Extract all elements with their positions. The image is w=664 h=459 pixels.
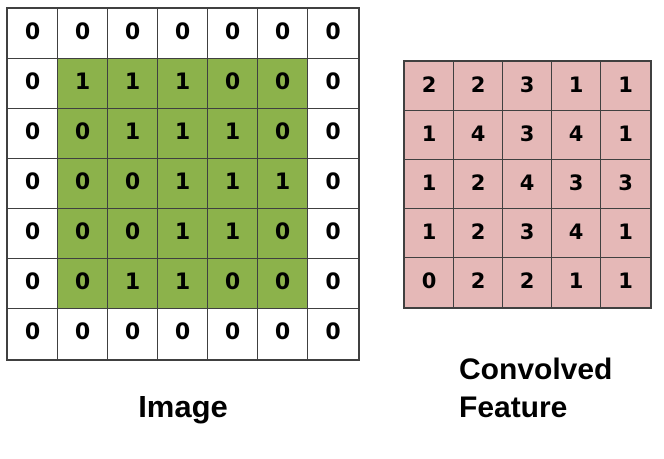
image-grid-cell: 0	[208, 59, 258, 109]
image-grid-cell: 0	[8, 109, 58, 159]
image-grid-cell: 1	[158, 159, 208, 209]
convolved-feature-cell: 3	[552, 160, 601, 209]
image-grid-cell: 0	[8, 59, 58, 109]
convolved-feature-label: Convolved Feature	[459, 353, 613, 424]
image-grid-cell: 1	[158, 259, 208, 309]
image-grid-cell: 0	[58, 109, 108, 159]
convolved-feature-cell: 1	[405, 111, 454, 160]
convolved-feature-cell: 1	[601, 62, 650, 111]
image-grid-cell: 0	[308, 159, 358, 209]
image-grid-cell: 0	[258, 59, 308, 109]
image-grid-cell: 0	[8, 9, 58, 59]
image-grid-cell: 0	[208, 309, 258, 359]
image-grid-cell: 1	[208, 109, 258, 159]
image-grid-cell: 1	[208, 159, 258, 209]
convolved-feature-cell: 1	[601, 111, 650, 160]
image-grid-cell: 0	[258, 259, 308, 309]
image-grid-cell: 0	[158, 309, 208, 359]
image-grid-cell: 1	[108, 109, 158, 159]
image-grid-cell: 0	[58, 9, 108, 59]
image-grid-cell: 0	[258, 309, 308, 359]
image-grid-cell: 0	[158, 9, 208, 59]
image-grid-cell: 0	[108, 309, 158, 359]
image-grid-cell: 0	[108, 159, 158, 209]
convolved-feature-cell: 2	[454, 160, 503, 209]
image-grid-cell: 0	[308, 59, 358, 109]
convolved-feature-cell: 2	[503, 258, 552, 307]
convolved-feature-cell: 2	[454, 258, 503, 307]
convolved-feature-cell: 4	[552, 209, 601, 258]
image-grid-cell: 1	[108, 259, 158, 309]
image-grid-label: Image	[138, 389, 228, 424]
convolved-feature-cell: 4	[503, 160, 552, 209]
convolved-feature-cell: 2	[454, 209, 503, 258]
convolved-feature-cell: 3	[503, 62, 552, 111]
image-grid-cell: 0	[308, 9, 358, 59]
image-grid-cell: 1	[58, 59, 108, 109]
image-grid-cell: 0	[258, 9, 308, 59]
image-grid-cell: 0	[208, 259, 258, 309]
image-grid-cell: 1	[108, 59, 158, 109]
image-grid-cell: 0	[58, 259, 108, 309]
image-grid-cell: 0	[258, 209, 308, 259]
image-grid-cell: 0	[8, 159, 58, 209]
convolved-feature-cell: 3	[503, 111, 552, 160]
image-grid-cell: 0	[8, 259, 58, 309]
convolved-feature-cell: 1	[552, 258, 601, 307]
image-grid-cell: 1	[258, 159, 308, 209]
convolved-feature-cell: 2	[454, 62, 503, 111]
image-grid-cell: 0	[308, 109, 358, 159]
image-grid-cell: 0	[108, 209, 158, 259]
convolved-feature-cell: 1	[601, 209, 650, 258]
image-grid-cell: 0	[258, 109, 308, 159]
convolved-feature-cell: 1	[405, 160, 454, 209]
image-grid-cell: 0	[58, 309, 108, 359]
image-grid-cell: 0	[58, 159, 108, 209]
image-grid-cell: 0	[308, 209, 358, 259]
convolved-feature-cell: 3	[503, 209, 552, 258]
image-grid-cell: 0	[308, 259, 358, 309]
image-grid-cell: 0	[58, 209, 108, 259]
image-grid-cell: 1	[158, 59, 208, 109]
convolved-feature-cell: 2	[405, 62, 454, 111]
image-grid-cell: 1	[158, 109, 208, 159]
image-grid-cell: 0	[8, 209, 58, 259]
image-grid-cell: 0	[108, 9, 158, 59]
convolved-feature-cell: 4	[552, 111, 601, 160]
image-grid-cell: 1	[158, 209, 208, 259]
convolved-feature-cell: 1	[552, 62, 601, 111]
convolved-feature-cell: 0	[405, 258, 454, 307]
image-grid-cell: 0	[208, 9, 258, 59]
image-grid-cell: 0	[8, 309, 58, 359]
convolved-feature-cell: 4	[454, 111, 503, 160]
convolved-feature-cell: 3	[601, 160, 650, 209]
image-grid-cell: 1	[208, 209, 258, 259]
convolved-feature-cell: 1	[405, 209, 454, 258]
convolved-feature-cell: 1	[601, 258, 650, 307]
image-grid-cell: 0	[308, 309, 358, 359]
